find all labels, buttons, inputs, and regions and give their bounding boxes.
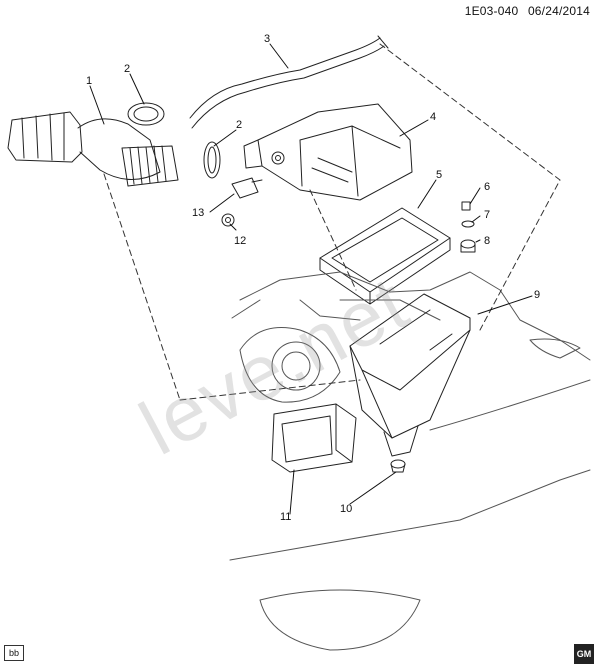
- part-13-sensor: [231, 177, 263, 199]
- callout-labels: 1 2 2 3 4 5 6 7 8 9 10 11 12 13: [86, 33, 540, 523]
- part-3-vent-hose: [189, 35, 389, 129]
- part-2-clamp-upper: [127, 102, 165, 126]
- callout-1: 1: [86, 75, 92, 87]
- callout-7: 7: [484, 209, 490, 221]
- part-12-grommet: [221, 213, 235, 227]
- part-11-inlet-duct: [271, 403, 357, 473]
- gm-logo-icon: GM: [574, 644, 594, 664]
- part-10-drain-valve: [390, 459, 406, 473]
- assembly-dash-lines: [103, 43, 561, 401]
- callout-4: 4: [430, 111, 436, 123]
- callout-3: 3: [264, 33, 270, 45]
- part-4-air-cleaner-cover: [243, 103, 413, 201]
- callout-11: 11: [280, 511, 291, 523]
- bellows-coupler: [121, 145, 179, 187]
- part-8-isolator: [460, 239, 476, 253]
- part-6-bolt: [461, 201, 471, 211]
- diagram-header: 1E03-040 06/24/2014: [459, 4, 590, 18]
- callout-2-upper: 2: [124, 63, 130, 75]
- corner-tag: bb: [4, 645, 24, 661]
- callout-2-lower: 2: [236, 119, 242, 131]
- part-2-clamp-lower: [203, 141, 221, 179]
- callout-8: 8: [484, 235, 490, 247]
- callout-5: 5: [436, 169, 442, 181]
- diagram-code: 1E03-040: [464, 4, 519, 18]
- engine-block-outline: [229, 271, 591, 651]
- diagram-date: 06/24/2014: [527, 4, 590, 18]
- callout-9: 9: [534, 289, 540, 301]
- part-5-air-filter-element: [319, 207, 451, 305]
- part-9-air-cleaner-lower-housing: [349, 293, 471, 457]
- callout-12: 12: [234, 235, 246, 247]
- part-1-air-inlet-resonator: [7, 111, 161, 181]
- callout-13: 13: [192, 207, 204, 219]
- callout-10: 10: [340, 503, 352, 515]
- callout-6: 6: [484, 181, 490, 193]
- callout-leaders: [89, 43, 533, 515]
- part-7-washer: [461, 220, 475, 228]
